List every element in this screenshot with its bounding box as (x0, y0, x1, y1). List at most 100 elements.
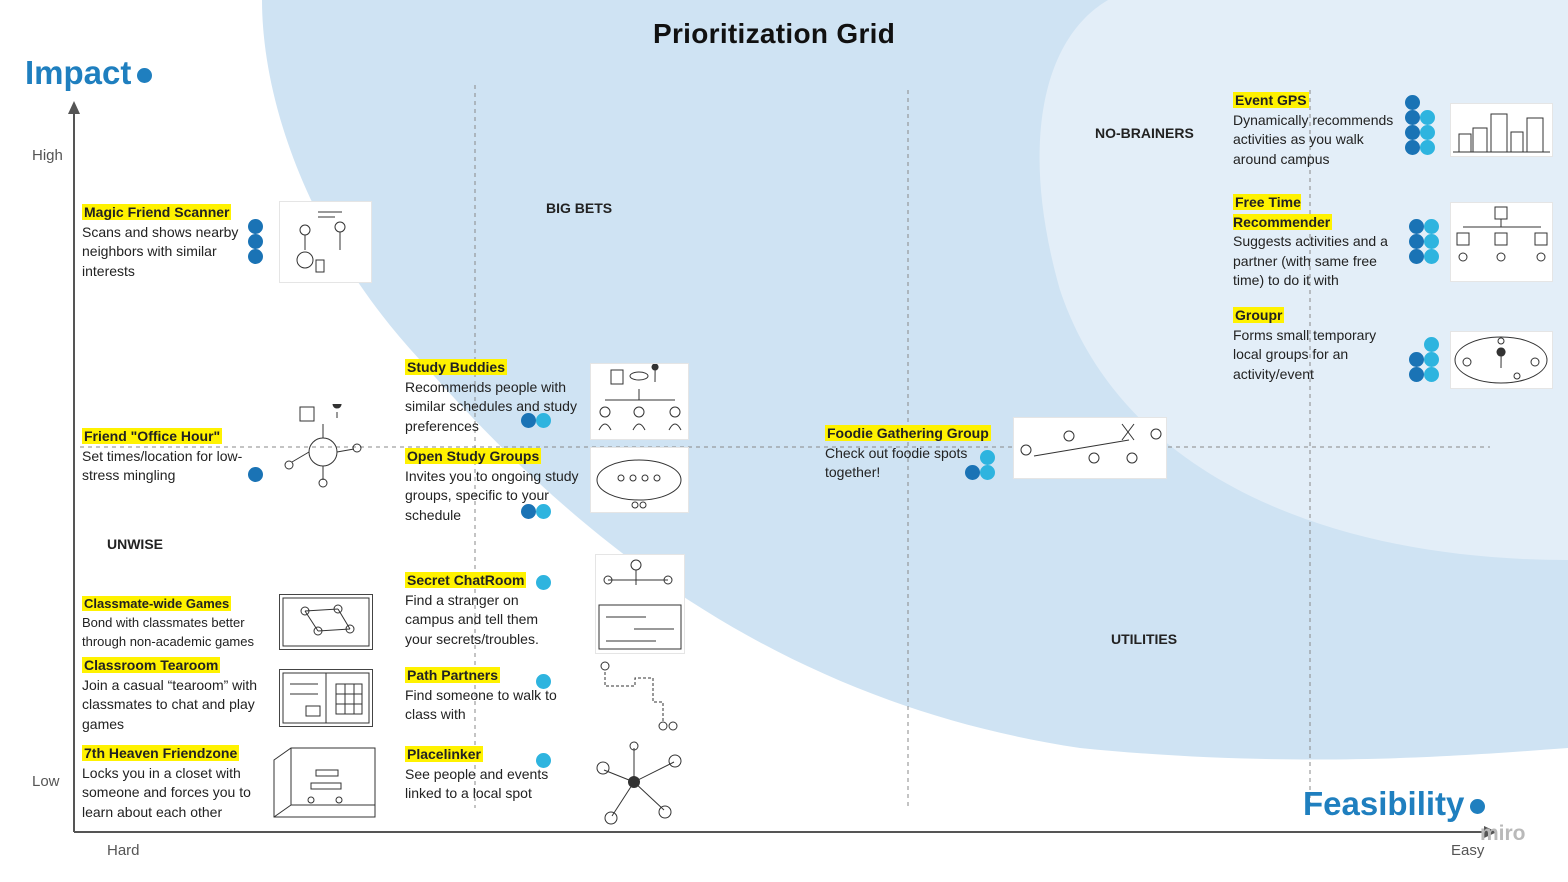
idea-description: Set times/location for low-stress mingli… (82, 447, 252, 486)
dot-icon (248, 234, 263, 249)
idea-title: Classroom Tearoom (82, 657, 220, 673)
idea-title: Groupr (1233, 307, 1284, 323)
x-axis-title: Feasibility (1303, 785, 1485, 823)
idea-title: 7th Heaven Friendzone (82, 745, 239, 761)
quadrant-utilities: UTILITIES (1111, 631, 1177, 647)
x-axis-title-text: Feasibility (1303, 785, 1464, 822)
sketch-image (271, 745, 379, 821)
dot-icon (1405, 110, 1420, 125)
dot-icon (1409, 234, 1424, 249)
dot-icon (1420, 125, 1435, 140)
dot-icon (1424, 234, 1439, 249)
idea-title: Path Partners (405, 667, 500, 683)
dot-icon (1405, 140, 1420, 155)
idea-description: Find a stranger on campus and tell them … (405, 591, 565, 650)
idea-description: Locks you in a closet with someone and f… (82, 764, 272, 823)
idea-description: Scans and shows nearby neighbors with si… (82, 223, 252, 282)
idea-title: Open Study Groups (405, 448, 541, 464)
idea-title: Secret ChatRoom (405, 572, 526, 588)
sketch-image (595, 554, 685, 654)
dot-icon (1424, 352, 1439, 367)
y-axis-title-text: Impact (25, 54, 131, 91)
sketch-image (592, 738, 687, 828)
dot-icon (1424, 337, 1439, 352)
dot-icon (1409, 249, 1424, 264)
sketch-image (1450, 202, 1553, 282)
dot-icon (536, 674, 551, 689)
idea-title: Free Time Recommender (1233, 194, 1332, 230)
dot-icon (521, 504, 536, 519)
quadrant-no-brainers: NO-BRAINERS (1095, 125, 1194, 141)
dot-icon (248, 467, 263, 482)
sketch-image (279, 669, 373, 727)
idea-description: Recommends people with similar schedules… (405, 378, 590, 437)
x-tick-hard: Hard (107, 842, 140, 859)
quadrant-big-bets: BIG BETS (546, 200, 612, 216)
dot-icon (248, 219, 263, 234)
idea-description: Suggests activities and a partner (with … (1233, 232, 1403, 291)
sketch-image (1450, 331, 1553, 389)
idea-title: Foodie Gathering Group (825, 425, 991, 441)
dot-icon (1409, 367, 1424, 382)
y-axis-dot-icon (137, 68, 152, 83)
quadrant-unwise: UNWISE (107, 536, 163, 552)
dot-icon (1405, 125, 1420, 140)
idea-card-free-time-recommender[interactable]: Free Time Recommender Suggests activitie… (1233, 193, 1403, 291)
dot-icon (536, 753, 551, 768)
dot-icon (1424, 249, 1439, 264)
dot-icon (1409, 219, 1424, 234)
dot-icon (536, 575, 551, 590)
idea-description: Invites you to ongoing study groups, spe… (405, 467, 590, 526)
y-tick-high: High (32, 147, 63, 164)
sketch-image (280, 404, 366, 490)
dot-icon (248, 249, 263, 264)
sketch-image (279, 201, 372, 283)
idea-description: Bond with classmates better through non-… (82, 613, 272, 651)
dot-icon (1424, 367, 1439, 382)
y-axis-arrow (68, 101, 80, 114)
idea-description: Join a casual “tearoom” with classmates … (82, 676, 272, 735)
dot-icon (1424, 219, 1439, 234)
dot-icon (536, 504, 551, 519)
idea-title: Magic Friend Scanner (82, 204, 231, 220)
idea-card-magic-friend-scanner[interactable]: Magic Friend Scanner Scans and shows nea… (82, 203, 252, 281)
idea-description: See people and events linked to a local … (405, 765, 565, 804)
dot-icon (980, 465, 995, 480)
dot-icon (980, 450, 995, 465)
y-tick-low: Low (32, 773, 60, 790)
dot-icon (521, 413, 536, 428)
sketch-image (1450, 103, 1553, 157)
idea-title: Classmate-wide Games (82, 596, 231, 611)
x-axis-dot-icon (1470, 799, 1485, 814)
idea-card-classroom-tearoom[interactable]: Classroom Tearoom Join a casual “tearoom… (82, 656, 272, 734)
idea-description: Check out foodie spots together! (825, 444, 975, 483)
idea-card-study-buddies[interactable]: Study Buddies Recommends people with sim… (405, 358, 590, 436)
sketch-image (590, 363, 689, 440)
sketch-image (590, 447, 689, 513)
miro-watermark: miro (1480, 822, 1526, 846)
sketch-image (279, 594, 373, 650)
dot-icon (1420, 140, 1435, 155)
idea-card-7th-heaven-friendzone[interactable]: 7th Heaven Friendzone Locks you in a clo… (82, 744, 272, 822)
idea-card-classmate-wide-games[interactable]: Classmate-wide Games Bond with classmate… (82, 594, 272, 651)
idea-title: Placelinker (405, 746, 483, 762)
dot-icon (1405, 95, 1420, 110)
idea-description: Dynamically recommends activities as you… (1233, 111, 1408, 170)
dot-icon (536, 413, 551, 428)
idea-title: Event GPS (1233, 92, 1309, 108)
sketch-image (595, 656, 683, 736)
y-axis-title: Impact (25, 54, 152, 92)
dot-icon (1409, 352, 1424, 367)
idea-card-friend-office-hour[interactable]: Friend "Office Hour" Set times/location … (82, 427, 252, 486)
page-title: Prioritization Grid (653, 18, 895, 50)
dot-icon (965, 465, 980, 480)
idea-title: Study Buddies (405, 359, 507, 375)
idea-title: Friend "Office Hour" (82, 428, 222, 444)
idea-card-groupr[interactable]: Groupr Forms small temporary local group… (1233, 306, 1403, 384)
idea-description: Find someone to walk to class with (405, 686, 565, 725)
idea-description: Forms small temporary local groups for a… (1233, 326, 1403, 385)
idea-card-event-gps[interactable]: Event GPS Dynamically recommends activit… (1233, 91, 1408, 169)
dot-icon (1420, 110, 1435, 125)
idea-card-open-study-groups[interactable]: Open Study Groups Invites you to ongoing… (405, 447, 590, 525)
sketch-image (1013, 417, 1167, 479)
